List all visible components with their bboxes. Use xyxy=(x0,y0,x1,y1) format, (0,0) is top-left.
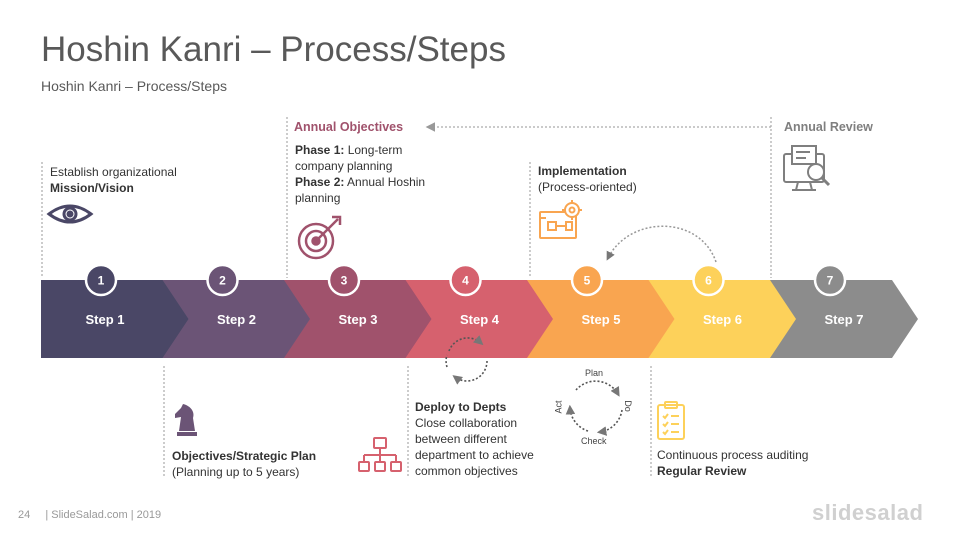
phase2-label: Phase 2: xyxy=(295,175,345,189)
step-badge-2 xyxy=(206,263,239,297)
step4-line: common objectives xyxy=(415,464,518,478)
step-label-1: Step 1 xyxy=(85,312,124,327)
knight-icon xyxy=(175,404,197,436)
step-chevron-1 xyxy=(41,280,189,358)
step-label-5: Step 5 xyxy=(581,312,620,327)
step-label-7: Step 7 xyxy=(824,312,863,327)
step5-body: (Process-oriented) xyxy=(538,180,637,194)
monitor-search-icon xyxy=(783,145,831,191)
step-label-6: Step 6 xyxy=(703,312,742,327)
pdca-cycle xyxy=(565,380,623,436)
target-icon xyxy=(297,215,342,260)
step6-regular-review: Regular Review xyxy=(657,464,747,478)
step-badge-6 xyxy=(692,263,725,297)
step4-heading: Deploy to Depts xyxy=(415,400,507,414)
eye-icon xyxy=(46,204,94,224)
step-badge-4 xyxy=(449,263,482,297)
step-label-3: Step 3 xyxy=(338,312,377,327)
cycle-icon xyxy=(445,335,488,385)
step-number-2: 2 xyxy=(219,274,226,288)
step-chevron-4 xyxy=(405,280,554,358)
pdca-check-label: Check xyxy=(581,436,607,446)
step-badge-3 xyxy=(327,263,361,297)
step2-heading: Objectives/Strategic Plan xyxy=(172,449,317,463)
checklist-icon xyxy=(657,401,685,440)
step5-description: Implementation (Process-oriented) xyxy=(538,163,637,195)
phase1-cont: company planning xyxy=(295,159,393,173)
page-title: Hoshin Kanri – Process/Steps xyxy=(41,30,506,69)
step-number-7: 7 xyxy=(827,274,834,288)
step4-line: department to achieve xyxy=(415,448,534,462)
step-label-2: Step 2 xyxy=(217,312,256,327)
step-badge-5 xyxy=(570,263,604,297)
step6-line1: Continuous process auditing xyxy=(657,448,809,462)
page-subtitle: Hoshin Kanri – Process/Steps xyxy=(41,78,227,94)
step2-description: Objectives/Strategic Plan (Planning up t… xyxy=(172,448,316,480)
step-label-4: Step 4 xyxy=(460,312,500,327)
footer-text: | SlideSalad.com | 2019 xyxy=(45,509,162,521)
step1-line1: Establish organizational xyxy=(50,165,177,179)
step-chevron-5 xyxy=(527,280,675,358)
step-chevron-3 xyxy=(284,280,432,358)
step-number-3: 3 xyxy=(341,274,348,288)
step-chevron-2 xyxy=(162,280,311,358)
phase1-text: Long-term xyxy=(344,143,403,157)
step-number-6: 6 xyxy=(705,274,712,288)
loop-arrow xyxy=(606,225,717,263)
step4-description: Deploy to Depts Close collaboration betw… xyxy=(415,399,534,479)
step-chevron-7 xyxy=(770,280,918,358)
phase2-text: Annual Hoshin xyxy=(344,175,426,189)
phase2-cont: planning xyxy=(295,191,341,205)
footer: 24 | SlideSalad.com | 2019 xyxy=(18,509,161,521)
page-number: 24 xyxy=(18,509,31,521)
step4-line: between different xyxy=(415,432,507,446)
step6-description: Continuous process auditing Regular Revi… xyxy=(657,447,808,479)
brand-logo: slidesalad xyxy=(812,500,924,525)
phase1-label: Phase 1: xyxy=(295,143,345,157)
org-chart-icon xyxy=(358,437,402,472)
step4-line: Close collaboration xyxy=(415,416,518,430)
step-badge-7 xyxy=(813,263,847,297)
connector-lines xyxy=(41,117,772,478)
step7-heading: Annual Review xyxy=(784,120,873,134)
step-badge-1 xyxy=(84,263,118,297)
step-chevron-6 xyxy=(648,280,797,358)
pdca-plan-label: Plan xyxy=(585,368,604,378)
pdca-do-label: Do xyxy=(622,400,633,412)
step1-description: Establish organizational Mission/Vision xyxy=(50,164,177,196)
step-number-5: 5 xyxy=(584,274,591,288)
step5-heading: Implementation xyxy=(538,164,627,178)
blueprint-gear-icon xyxy=(539,200,582,239)
step-number-4: 4 xyxy=(462,274,469,288)
step1-mission-vision: Mission/Vision xyxy=(50,181,134,195)
step3-heading: Annual Objectives xyxy=(294,120,404,134)
step3-description: Phase 1: Long-term company planning Phas… xyxy=(295,142,445,206)
pdca-act-label: Act xyxy=(553,400,564,414)
step2-body: (Planning up to 5 years) xyxy=(172,465,300,479)
step-number-1: 1 xyxy=(98,274,105,288)
